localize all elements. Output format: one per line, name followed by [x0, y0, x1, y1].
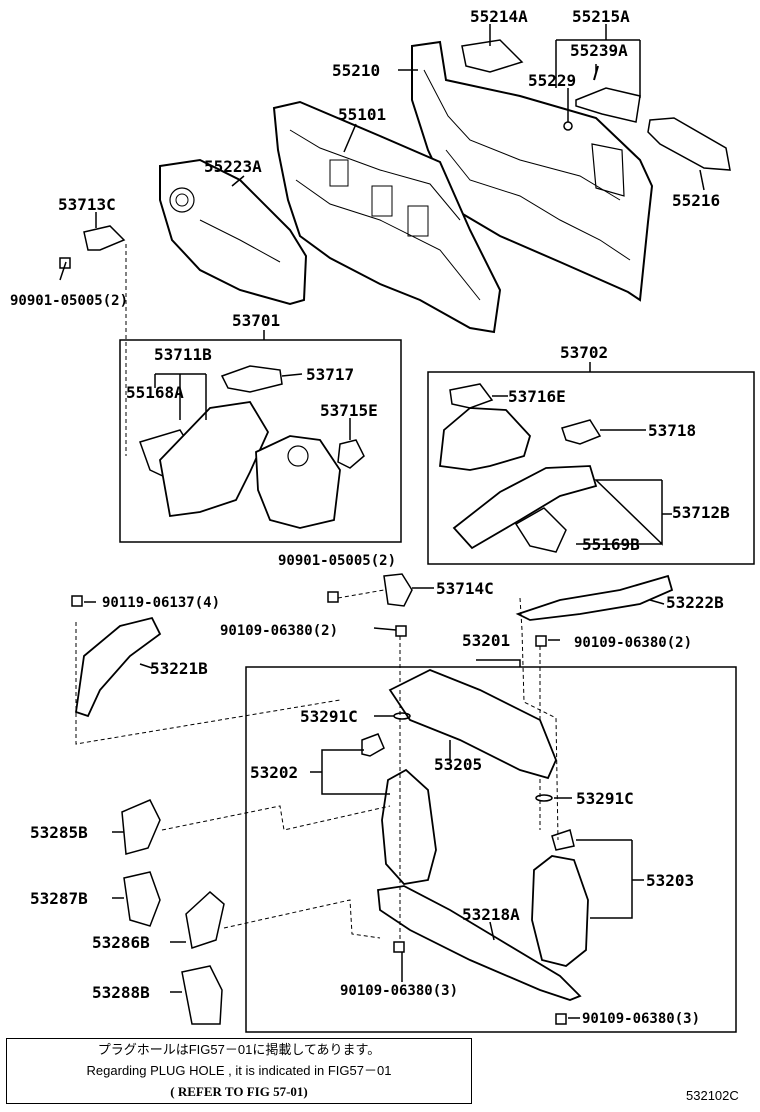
label-55210: 55210	[332, 61, 381, 80]
label-90901-05005-a: 90901-05005(2)	[10, 293, 129, 309]
support-53218A	[377, 885, 582, 1001]
bracket-53713C	[83, 225, 126, 251]
support-53221B	[75, 616, 162, 718]
support-53205	[388, 669, 557, 780]
label-53201: 53201	[462, 631, 511, 650]
group-box-53702	[427, 371, 755, 565]
bolt-90109-06380-a	[395, 625, 407, 637]
label-55215A: 55215A	[572, 7, 630, 26]
bolt-90109-06380-d	[555, 1013, 567, 1025]
seal-53288B	[181, 965, 223, 1025]
plug-hole-note: プラグホールはFIG57－01に掲載してあります。 Regarding PLUG…	[6, 1038, 472, 1104]
bracket-53717	[220, 365, 283, 393]
bracket-53714C	[383, 573, 413, 607]
label-53714C: 53714C	[436, 579, 494, 598]
label-53291C-b: 53291C	[576, 789, 634, 808]
label-53702: 53702	[560, 343, 609, 362]
bolt-90109-06380-b	[535, 635, 547, 647]
cover-55214A	[461, 39, 524, 73]
label-90901-05005-b: 90901-05005(2)	[278, 553, 397, 569]
label-53205: 53205	[434, 755, 483, 774]
label-90109-06380-c: 90109-06380(3)	[340, 983, 459, 999]
label-53222B: 53222B	[666, 593, 724, 612]
label-53291C-a: 53291C	[300, 707, 358, 726]
support-53203	[531, 855, 589, 967]
label-53718: 53718	[648, 421, 697, 440]
duct-55216	[647, 117, 731, 171]
label-53203: 53203	[646, 871, 695, 890]
note-line-reference: ( REFER TO FIG 57-01)	[170, 1084, 308, 1099]
group-box-53201	[245, 666, 737, 1033]
bolt-90109-06380-c	[393, 941, 405, 953]
label-55168A: 55168A	[126, 383, 184, 402]
label-90109-06380-b: 90109-06380(2)	[574, 635, 693, 651]
label-53218A: 53218A	[462, 905, 520, 924]
label-53716E: 53716E	[508, 387, 566, 406]
bolt-90901-05005-a	[59, 257, 71, 269]
label-53713C: 53713C	[58, 195, 116, 214]
silencer-55223A	[159, 158, 308, 306]
label-90109-06380-d: 90109-06380(3)	[582, 1011, 701, 1027]
label-55229: 55229	[528, 71, 577, 90]
label-53285B: 53285B	[30, 823, 88, 842]
label-53701: 53701	[232, 311, 281, 330]
bracket-53203	[551, 829, 575, 851]
bracket-53715E	[337, 439, 365, 469]
label-53287B: 53287B	[30, 889, 88, 908]
label-53221B: 53221B	[150, 659, 208, 678]
apron-53711B	[159, 401, 270, 518]
support-53222B	[515, 574, 674, 621]
label-55239A: 55239A	[570, 41, 628, 60]
label-53288B: 53288B	[92, 983, 150, 1002]
figure-number: 532102C	[686, 1088, 739, 1103]
note-line-english: Regarding PLUG HOLE , it is indicated in…	[86, 1063, 392, 1078]
label-53202: 53202	[250, 763, 299, 782]
housing-53711B	[255, 435, 341, 529]
seal-53285B	[121, 799, 161, 855]
clip-53291C-b	[535, 794, 553, 802]
label-53715E: 53715E	[320, 401, 378, 420]
label-53711B: 53711B	[154, 345, 212, 364]
bracket-53202	[361, 733, 385, 757]
label-55214A: 55214A	[470, 7, 528, 26]
seal-53287B	[123, 871, 161, 927]
label-55101: 55101	[338, 105, 387, 124]
label-53717: 53717	[306, 365, 355, 384]
cover-55215A	[575, 87, 641, 123]
label-55169B: 55169B	[582, 535, 640, 554]
label-53712B: 53712B	[672, 503, 730, 522]
housing-53702	[439, 407, 532, 471]
label-55216: 55216	[672, 191, 721, 210]
label-55223A: 55223A	[204, 157, 262, 176]
label-53286B: 53286B	[92, 933, 150, 952]
bracket-53716E	[449, 383, 494, 409]
bracket-53718	[561, 419, 602, 445]
support-53202	[381, 768, 437, 885]
seal-53286B	[185, 890, 225, 949]
apron-55169B	[514, 507, 567, 553]
clip-55239A	[593, 65, 599, 81]
apron-53712B	[452, 465, 598, 550]
label-90109-06380-a: 90109-06380(2)	[220, 623, 339, 639]
note-line-japanese: プラグホールはFIG57－01に掲載してあります。	[97, 1042, 381, 1057]
bolt-90119-06137	[71, 595, 83, 607]
group-box-53701	[119, 339, 402, 543]
label-90119-06137: 90119-06137(4)	[102, 595, 221, 611]
bolt-90901-05005-b	[327, 591, 339, 603]
